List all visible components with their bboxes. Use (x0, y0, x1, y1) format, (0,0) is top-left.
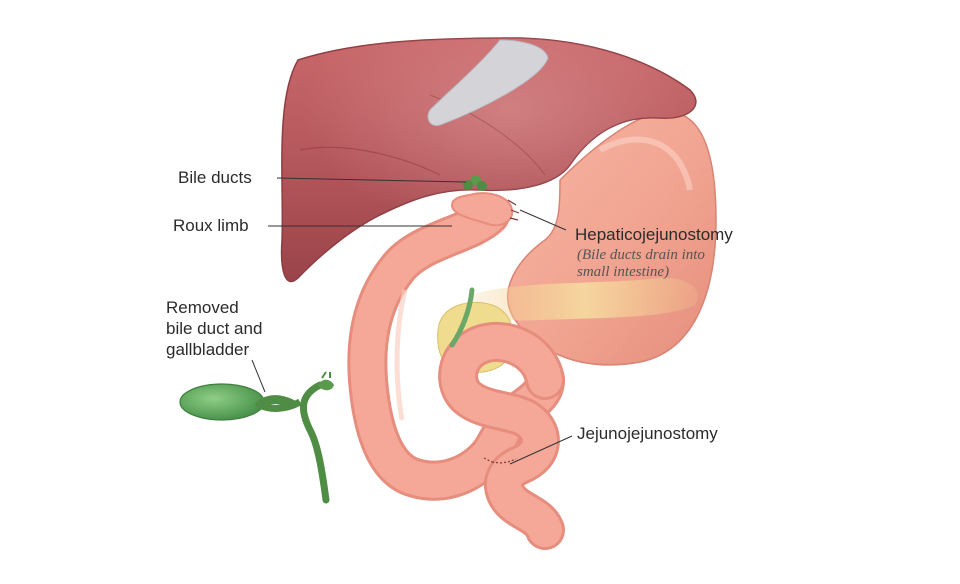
jejunum-loop (347, 192, 565, 550)
label-hepaticojejunostomy: Hepaticojejunostomy (575, 225, 733, 244)
leader-lines (251, 177, 573, 465)
jejuno-suture (483, 457, 517, 464)
note-hepatico-line2: small intestine) (577, 264, 669, 280)
label-removed-line1: Removed (166, 298, 239, 317)
liver (280, 37, 697, 283)
label-roux-limb: Roux limb (173, 216, 249, 235)
label-jejunojejunostomy: Jejunojejunostomy (577, 424, 718, 443)
label-bile-ducts: Bile ducts (178, 168, 252, 187)
label-removed-line2: bile duct and (166, 319, 262, 338)
hepatico-suture (507, 199, 520, 221)
note-hepatico-line1: (Bile ducts drain into (577, 247, 705, 263)
label-removed-line3: gallbladder (166, 340, 250, 359)
falciform-ligament (427, 39, 549, 127)
common-duct-stub (449, 287, 475, 348)
bile-duct-nubs (463, 175, 487, 191)
removed-gallbladder (179, 371, 334, 504)
